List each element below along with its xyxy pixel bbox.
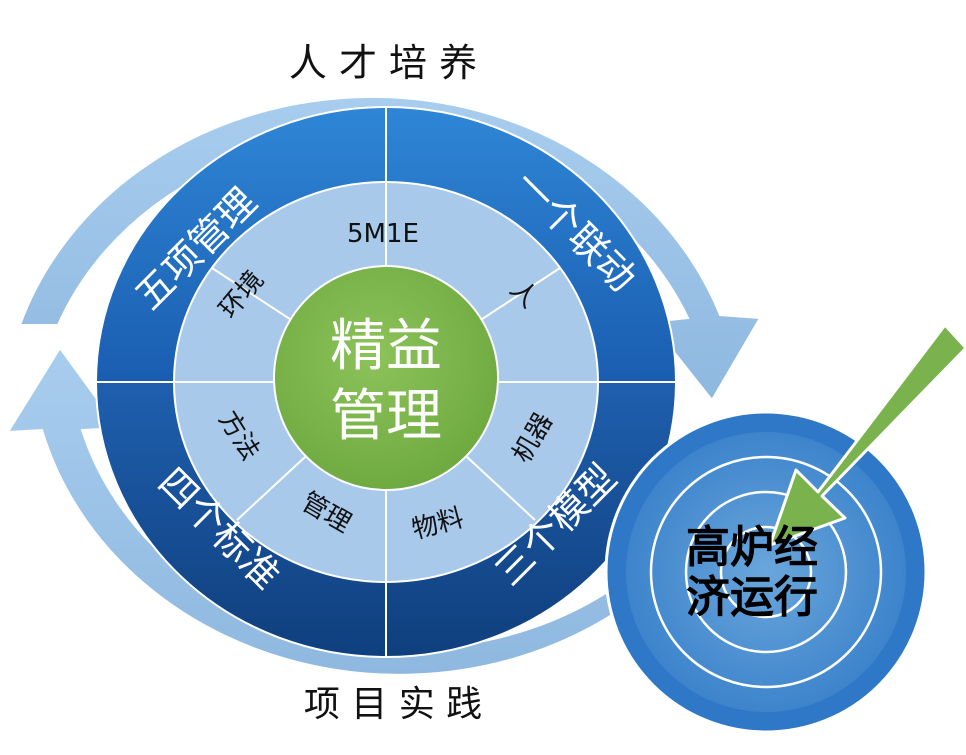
center-circle <box>273 265 499 491</box>
center-label-line2: 管理 <box>330 384 442 449</box>
target-arrow <box>768 323 966 547</box>
target-label-line1: 高炉经 <box>686 522 818 573</box>
outer-label-top: 人 才 培 养 <box>289 41 477 85</box>
target <box>604 410 928 734</box>
target-label-line2: 济运行 <box>686 572 818 623</box>
center-label-line1: 精益 <box>330 314 442 379</box>
outer-label-bottom: 项 目 实 践 <box>304 684 482 725</box>
inner-label-5m1e: 5M1E <box>347 219 419 249</box>
green-arrow-icon <box>768 323 966 547</box>
